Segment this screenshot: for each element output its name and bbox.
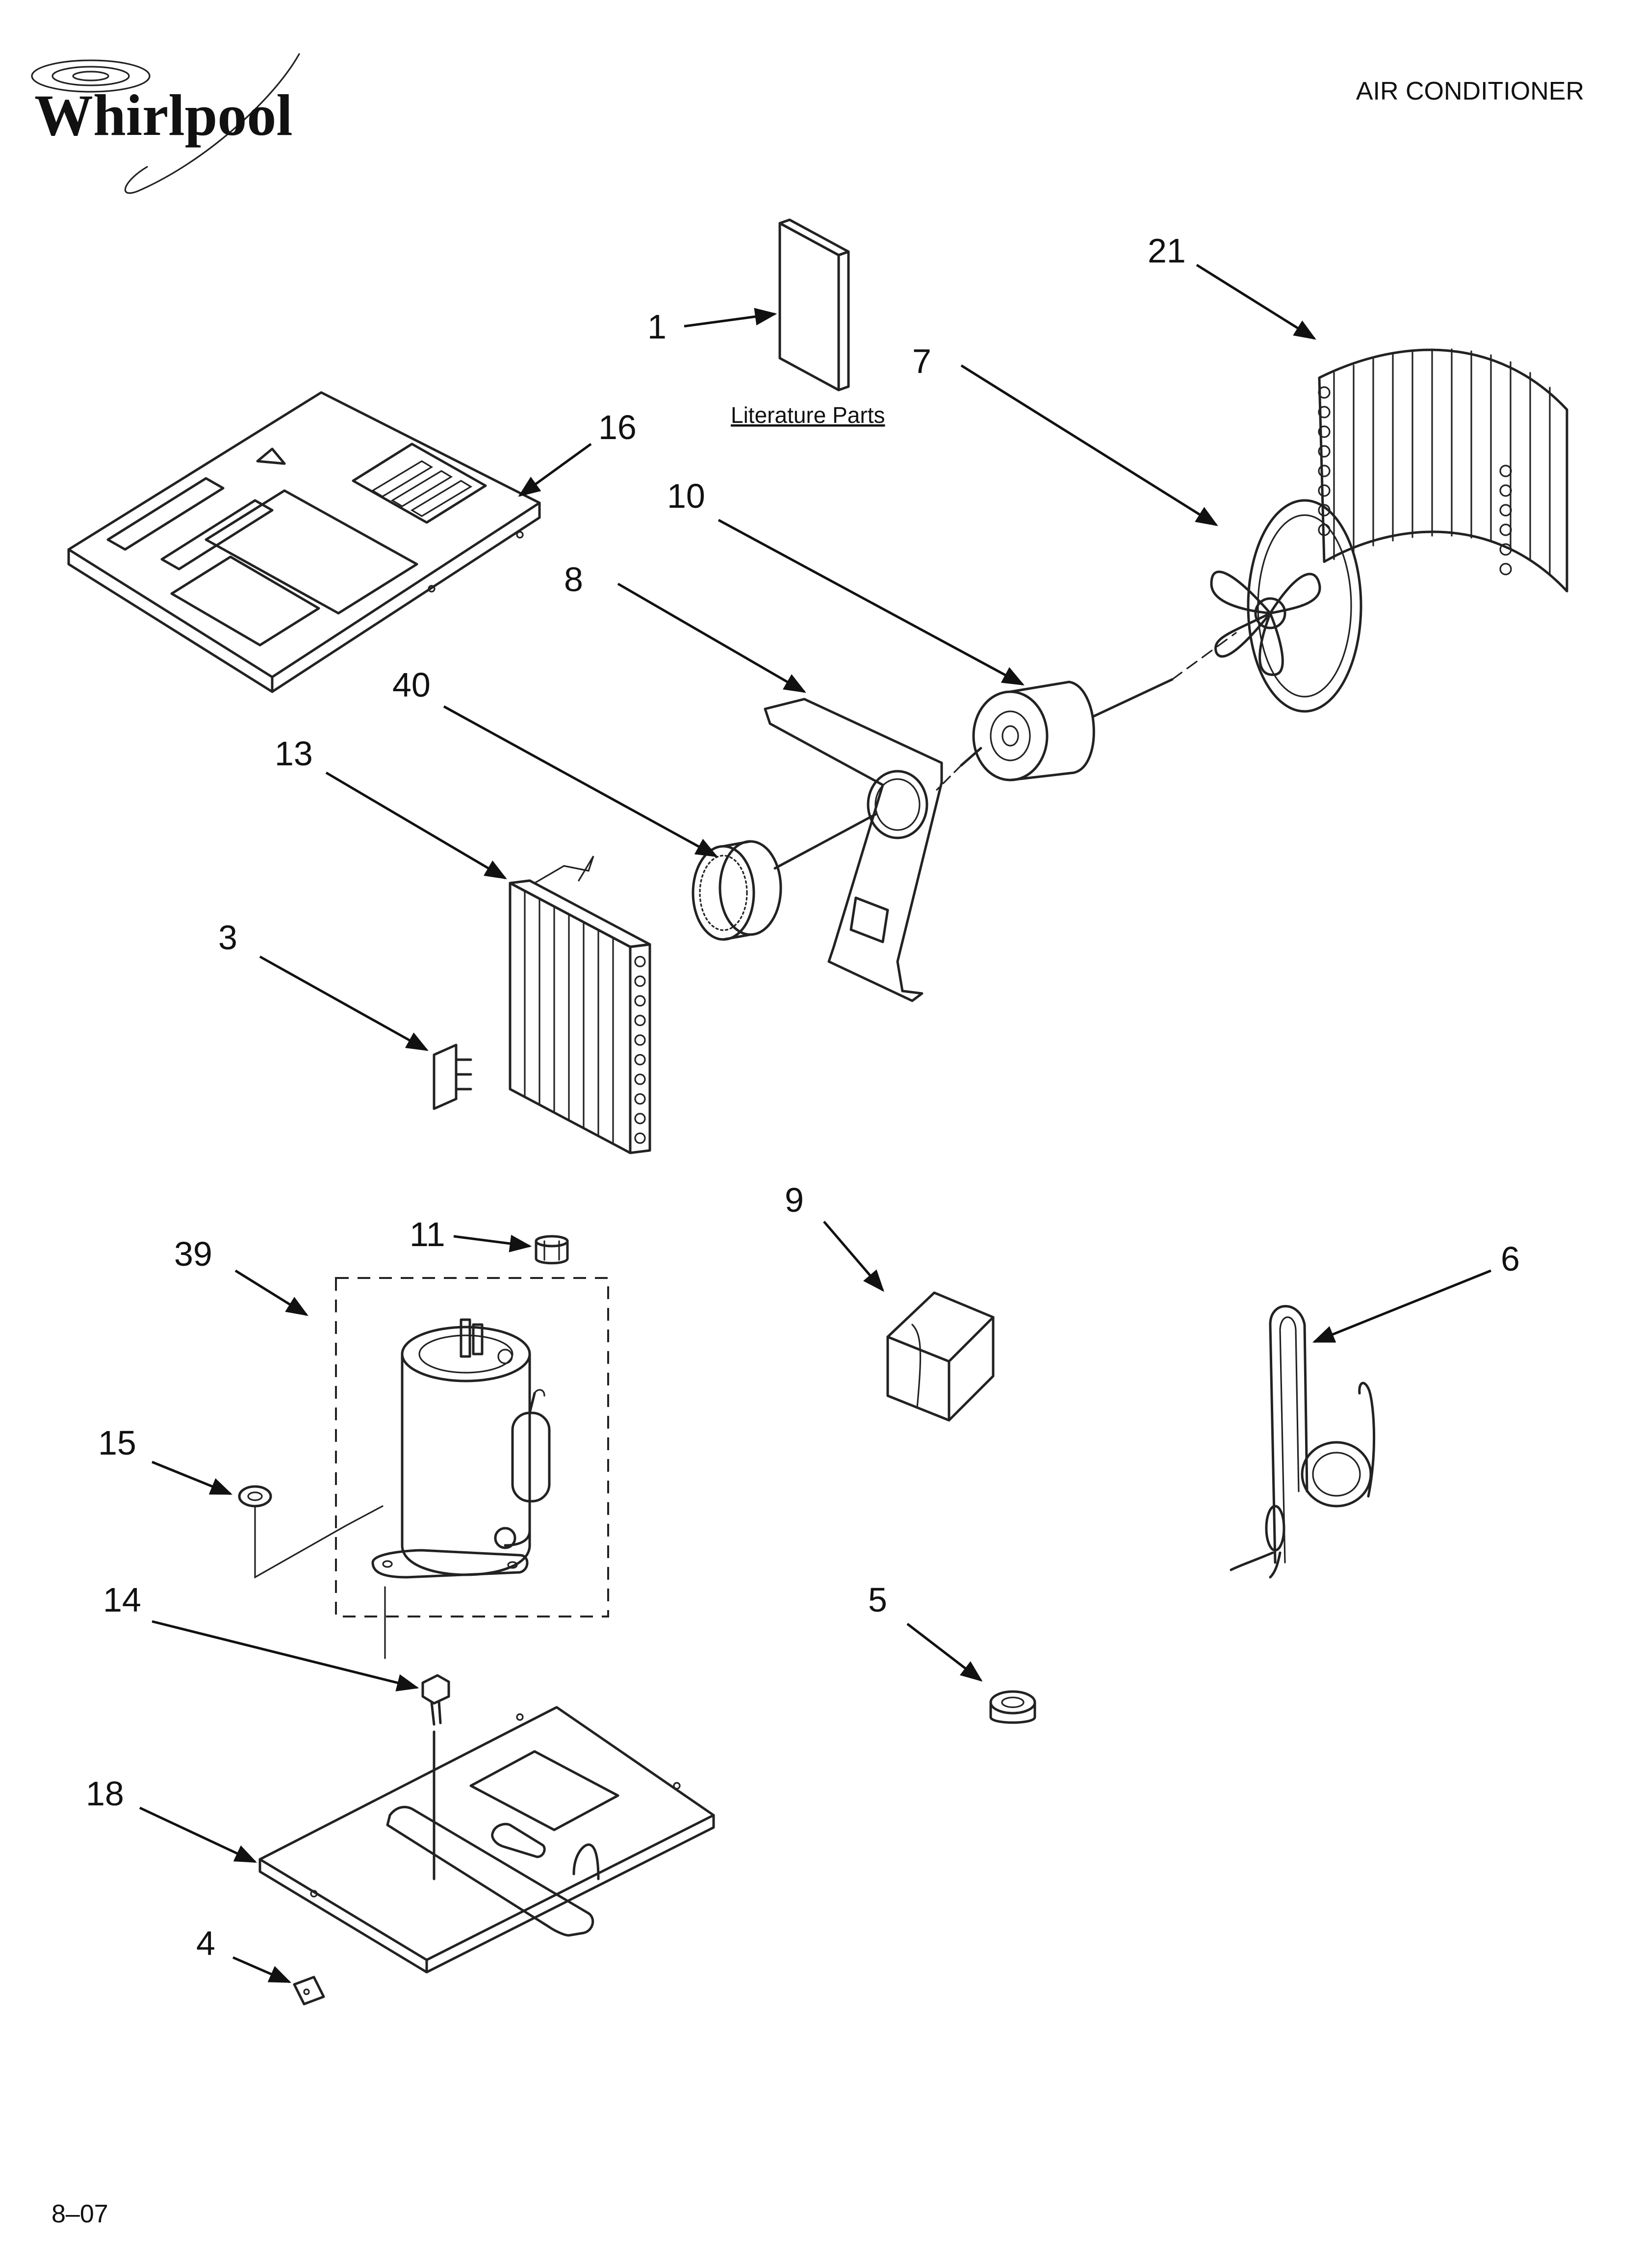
leader-line bbox=[823, 1221, 884, 1292]
leader-line bbox=[518, 443, 592, 497]
terminal-bracket-part bbox=[433, 1043, 472, 1110]
blower-orifice-part bbox=[764, 698, 943, 1002]
leader-line bbox=[234, 1269, 308, 1316]
callout-3: 3 bbox=[218, 918, 237, 957]
condenser-fan-blade-part bbox=[1210, 499, 1362, 713]
callout-18: 18 bbox=[86, 1774, 124, 1813]
brand-wordmark: Whirlpool bbox=[34, 82, 293, 148]
leader-line bbox=[152, 1620, 419, 1692]
mounting-screw-part bbox=[384, 1586, 450, 1880]
leader-line bbox=[1196, 263, 1316, 340]
callout-5: 5 bbox=[868, 1581, 887, 1619]
leader-line bbox=[453, 1234, 532, 1252]
clip-part bbox=[293, 1976, 325, 2006]
condenser-coil-part bbox=[1318, 348, 1568, 593]
callout-13: 13 bbox=[275, 734, 313, 773]
literature-parts-label: Literature Parts bbox=[731, 402, 885, 428]
sensor-tube-part bbox=[1230, 1305, 1376, 1579]
callout-7: 7 bbox=[912, 342, 931, 380]
callout-9: 9 bbox=[785, 1181, 804, 1219]
leader-line bbox=[617, 582, 806, 693]
compressor-grommet-part bbox=[238, 1485, 384, 1579]
callout-6: 6 bbox=[1501, 1240, 1520, 1278]
literature-parts-sheet bbox=[778, 218, 850, 391]
base-pan-part bbox=[258, 1706, 715, 1974]
grommet-part bbox=[989, 1690, 1036, 1724]
callout-11: 11 bbox=[410, 1215, 445, 1253]
leader-line bbox=[259, 955, 429, 1051]
leader-line bbox=[906, 1623, 983, 1682]
callout-21: 21 bbox=[1148, 232, 1186, 270]
callout-10: 10 bbox=[667, 477, 705, 515]
terminal-cover-part bbox=[535, 1235, 569, 1265]
whirlpool-logo: Whirlpool bbox=[31, 53, 300, 194]
leader-line bbox=[718, 519, 1025, 686]
capacitor-part bbox=[886, 1291, 995, 1422]
fan-motor-part bbox=[936, 632, 1237, 791]
leader-line bbox=[1312, 1269, 1491, 1343]
callout-14: 14 bbox=[103, 1581, 141, 1619]
leader-line bbox=[152, 1460, 233, 1495]
blower-wheel-part bbox=[692, 813, 877, 941]
leader-line bbox=[325, 771, 507, 880]
evaporator-coil-part bbox=[509, 856, 651, 1154]
callout-8: 8 bbox=[564, 560, 583, 599]
revision-code: 8–07 bbox=[51, 2200, 108, 2228]
page-title: AIR CONDITIONER bbox=[1356, 77, 1584, 105]
callout-1: 1 bbox=[647, 308, 667, 346]
callout-15: 15 bbox=[98, 1424, 136, 1462]
compressor-assembly-boundary bbox=[335, 1277, 609, 1617]
leader-line bbox=[232, 1956, 292, 1983]
leader-line bbox=[443, 705, 718, 858]
callout-39: 39 bbox=[174, 1235, 212, 1273]
leader-line bbox=[139, 1806, 257, 1863]
compressor-part bbox=[371, 1318, 551, 1579]
leader-line bbox=[684, 308, 777, 328]
callout-40: 40 bbox=[392, 666, 431, 704]
top-panel-part bbox=[67, 391, 541, 693]
callout-16: 16 bbox=[598, 408, 637, 446]
leader-line bbox=[960, 364, 1218, 526]
callout-4: 4 bbox=[196, 1924, 215, 1962]
